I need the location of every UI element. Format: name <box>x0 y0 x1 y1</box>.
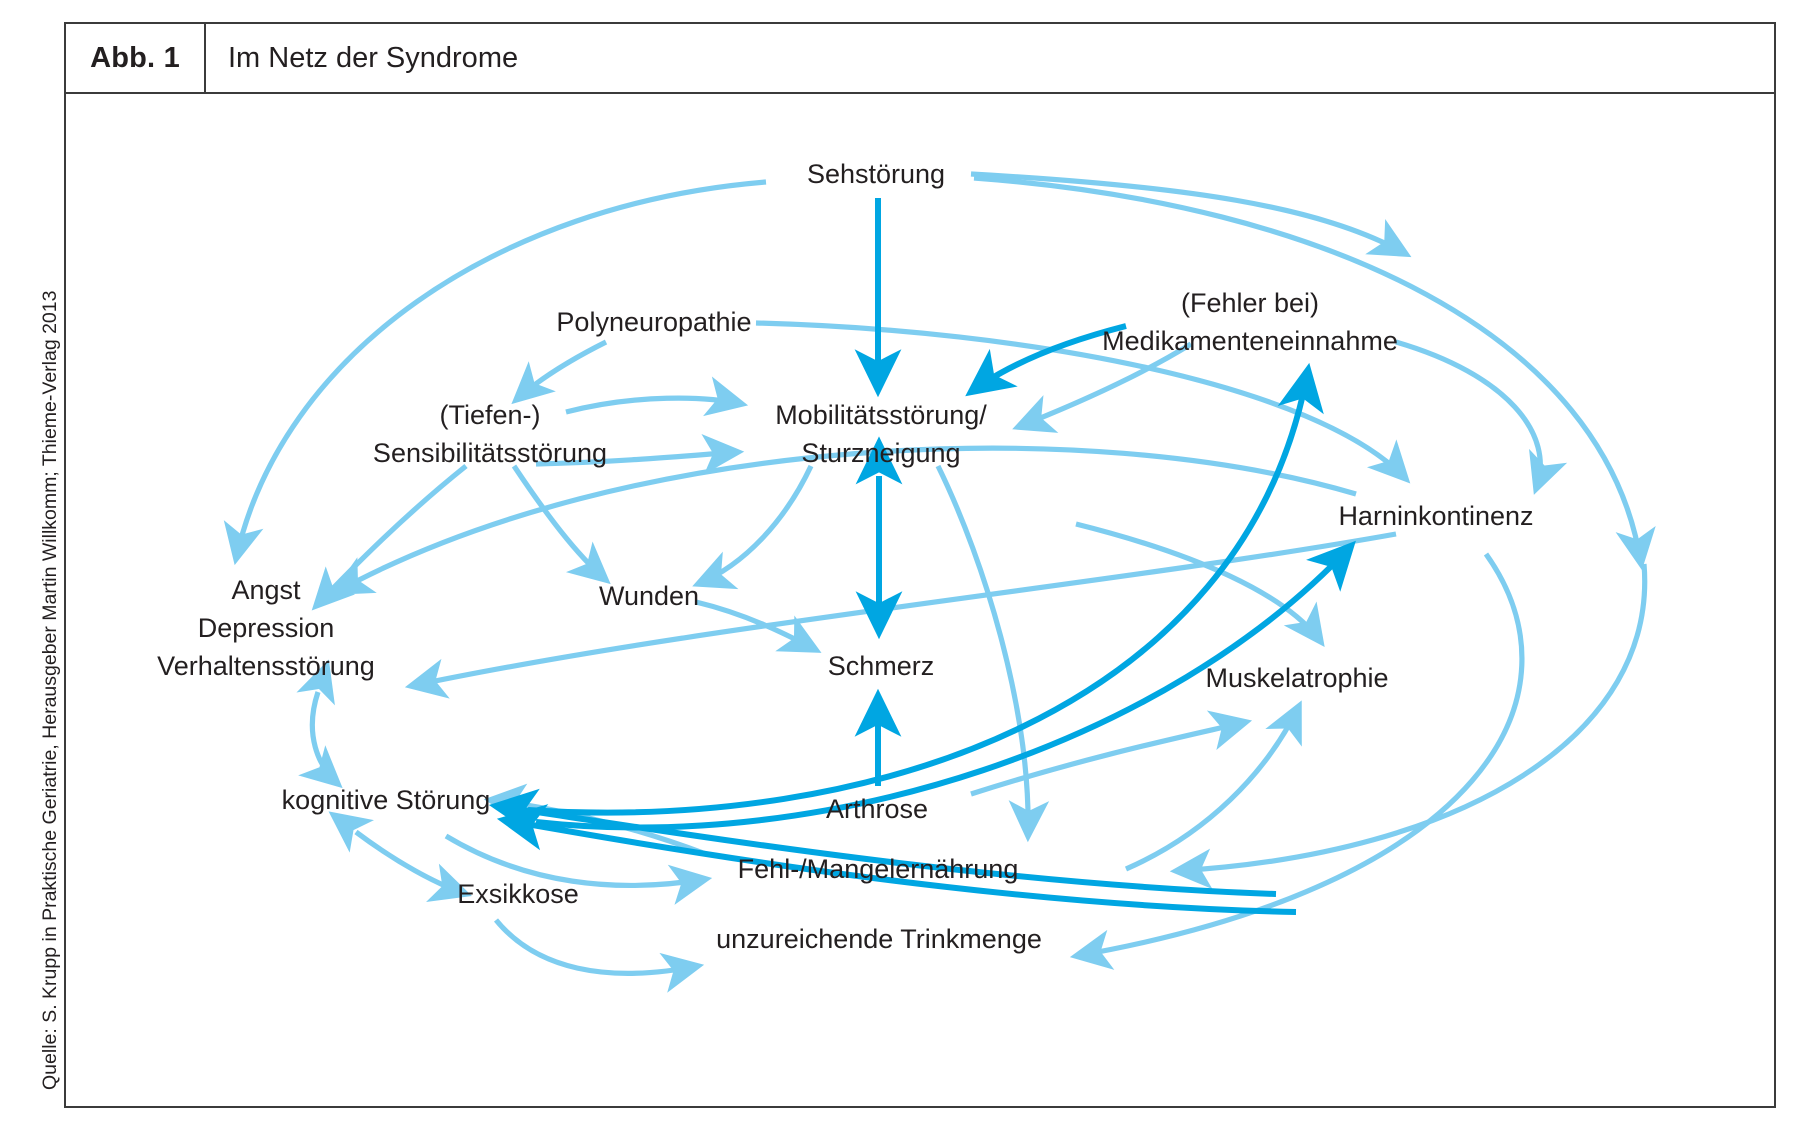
node-harninkontinenz[interactable]: Harninkontinenz <box>1338 497 1533 535</box>
node-harninkontinenz-line-0: Harninkontinenz <box>1338 501 1534 531</box>
edge-verhaltensstoerung-kognitive <box>296 659 343 789</box>
edge-mobilitaet-wunden <box>692 464 814 590</box>
edge-medikamente-mobilitaet-light <box>1012 341 1193 433</box>
node-angst-line-1: Depression <box>197 613 335 643</box>
node-trinkmenge-line-0: unzureichende Trinkmenge <box>716 924 1042 954</box>
node-medikamente-line-1: Medikamenteneinnahme <box>1102 326 1398 356</box>
node-sensibilitaet-line-0: (Tiefen-) <box>439 400 541 430</box>
node-unzureichende-trinkmenge[interactable]: unzureichende Trinkmenge <box>716 920 1042 958</box>
node-schmerz-line-0: Schmerz <box>827 651 935 681</box>
node-medikamenteneinnahme[interactable]: (Fehler bei) Medikamenteneinnahme <box>1102 284 1398 360</box>
edge-medikamente-harninkontinenz <box>1395 339 1568 495</box>
edge-sensibilitaet-mobilitaet-a <box>565 376 749 417</box>
node-angst-line-0: Angst <box>231 575 301 605</box>
node-medikamente-line-0: (Fehler bei) <box>1180 288 1320 318</box>
edge-kognitive-exsikkose <box>328 811 472 903</box>
edge-sensibilitaet-mobilitaet-b <box>535 433 745 475</box>
edge-arthrose-muskelatrophie <box>970 710 1253 797</box>
edge-harninkontinenz-angst <box>330 445 1357 595</box>
figure-titlebar: Abb. 1 Im Netz der Syndrome <box>66 24 1774 94</box>
node-mobilitaetsstoerung[interactable]: Mobilitätsstörung/ Sturzneigung <box>775 396 987 472</box>
edge-mobilitaet-muskelatrophie <box>1075 521 1325 648</box>
edge-mobilitaet-fehlernaehrung <box>935 464 1050 843</box>
node-arthrose-line-0: Arthrose <box>825 794 929 824</box>
edge-strong-medikamente <box>527 362 1324 816</box>
edge-right-outer-fehlernaehrung <box>1169 563 1648 890</box>
node-muskelatrophie[interactable]: Muskelatrophie <box>1205 659 1388 697</box>
node-fehlernaehrung-line-0: Fehl-/Mangelernährung <box>737 854 1019 884</box>
edge-sensibilitaet-wunden <box>511 464 611 585</box>
edge-sehstoerung-harninkontinenz <box>970 171 1412 258</box>
edge-group-light-bidirectional <box>296 659 472 903</box>
node-exsikkose-line-0: Exsikkose <box>457 879 579 909</box>
edge-polyneuropathie-sensibilitaet <box>511 339 608 405</box>
figure-frame: Abb. 1 Im Netz der Syndrome <box>64 22 1776 1108</box>
node-muskelatrophie-line-0: Muskelatrophie <box>1205 663 1389 693</box>
node-schmerz[interactable]: Schmerz <box>828 647 935 685</box>
edge-arthrose-kognitive-a <box>488 788 1277 897</box>
edge-harninkontinenz-verhaltensstoerung <box>404 531 1397 699</box>
edge-harninkontinenz-trinkmenge <box>1069 552 1525 970</box>
node-polyneuropathie[interactable]: Polyneuropathie <box>556 303 751 341</box>
node-angst-depression-verhaltensstoerung[interactable]: Angst Depression Verhaltensstörung <box>157 571 375 685</box>
node-sehstoerung-line-0: Sehstörung <box>806 159 946 189</box>
node-sensibilitaet-line-1: Sensibilitätsstörung <box>372 438 608 468</box>
edge-strong-harninkontinenz <box>535 540 1356 831</box>
diagram-canvas: Sehstörung Polyneuropathie (Fehler bei) … <box>66 94 1774 1106</box>
figure-number: Abb. 1 <box>66 24 206 92</box>
node-arthrose[interactable]: Arthrose <box>826 790 928 828</box>
edge-exsikkose-trinkmenge <box>493 918 705 993</box>
node-wunden[interactable]: Wunden <box>599 577 699 615</box>
edge-medikamente-mobilitaet <box>965 323 1127 397</box>
edge-group-light <box>223 171 1656 993</box>
node-sehstoerung[interactable]: Sehstörung <box>807 155 945 193</box>
node-exsikkose[interactable]: Exsikkose <box>457 875 579 913</box>
node-mobilitaet-line-1: Sturzneigung <box>801 438 961 468</box>
node-sensibilitaetsstoerung[interactable]: (Tiefen-) Sensibilitätsstörung <box>373 396 607 472</box>
node-wunden-line-0: Wunden <box>598 581 700 611</box>
edge-sehstoerung-angst <box>223 179 767 566</box>
syndrome-network-svg <box>223 171 1656 993</box>
node-angst-line-2: Verhaltensstörung <box>157 651 375 681</box>
source-credit-rotated: Quelle: S. Krupp in Praktische Geriatrie… <box>0 0 61 1131</box>
node-kognitive-line-0: kognitive Störung <box>281 785 491 815</box>
source-credit-text: Quelle: S. Krupp in Praktische Geriatrie… <box>39 290 61 1090</box>
edge-group-strong <box>488 198 1356 915</box>
edge-fehlernaehrung-muskelatrophie <box>1124 700 1302 872</box>
node-fehl-mangelernaehrung[interactable]: Fehl-/Mangelernährung <box>738 850 1019 888</box>
node-mobilitaet-line-0: Mobilitätsstörung/ <box>775 400 987 430</box>
edge-kognitive-fehlernaehrung <box>444 833 713 905</box>
edge-sehstoerung-right-outer <box>973 175 1656 571</box>
node-kognitive-stoerung[interactable]: kognitive Störung <box>282 781 491 819</box>
edge-arthrose-kognitive-b <box>496 804 1297 915</box>
figure-title: Im Netz der Syndrome <box>228 41 519 74</box>
node-polyneuropathie-line-0: Polyneuropathie <box>556 307 752 337</box>
